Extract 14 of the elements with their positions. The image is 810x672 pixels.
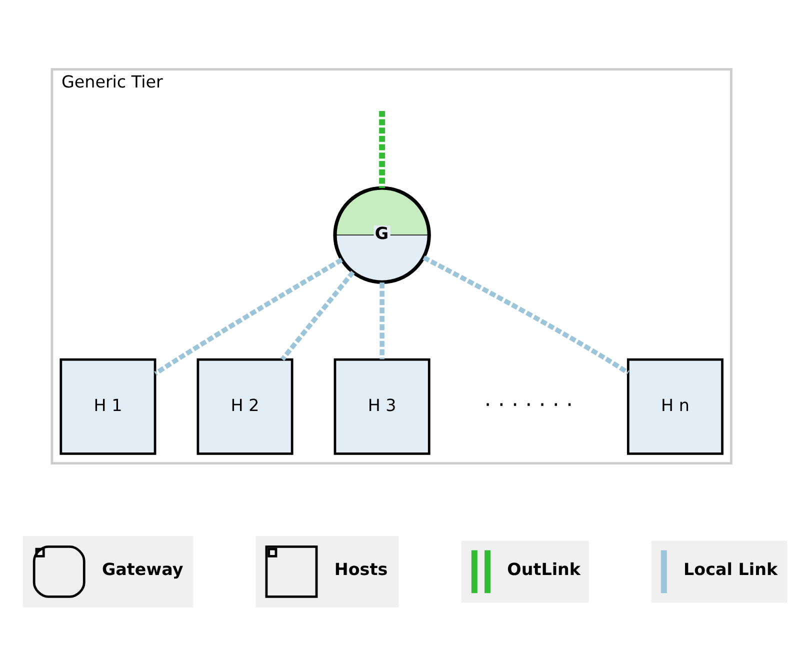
connector: [380, 282, 384, 360]
connector: [422, 256, 630, 375]
label: · · · · · · ·: [484, 392, 573, 418]
connector: [280, 270, 355, 361]
legend-label: OutLink: [507, 560, 580, 579]
node-box: H 2: [196, 358, 294, 455]
node-box: H 1: [60, 358, 156, 455]
connector: [379, 110, 386, 188]
legend-label: Hosts: [334, 560, 388, 579]
connector: [154, 258, 343, 376]
node-box: H 3: [334, 358, 430, 455]
legend-label: Gateway: [102, 560, 184, 579]
legend-label: Local Link: [684, 560, 778, 579]
node-box: H n: [626, 358, 724, 455]
